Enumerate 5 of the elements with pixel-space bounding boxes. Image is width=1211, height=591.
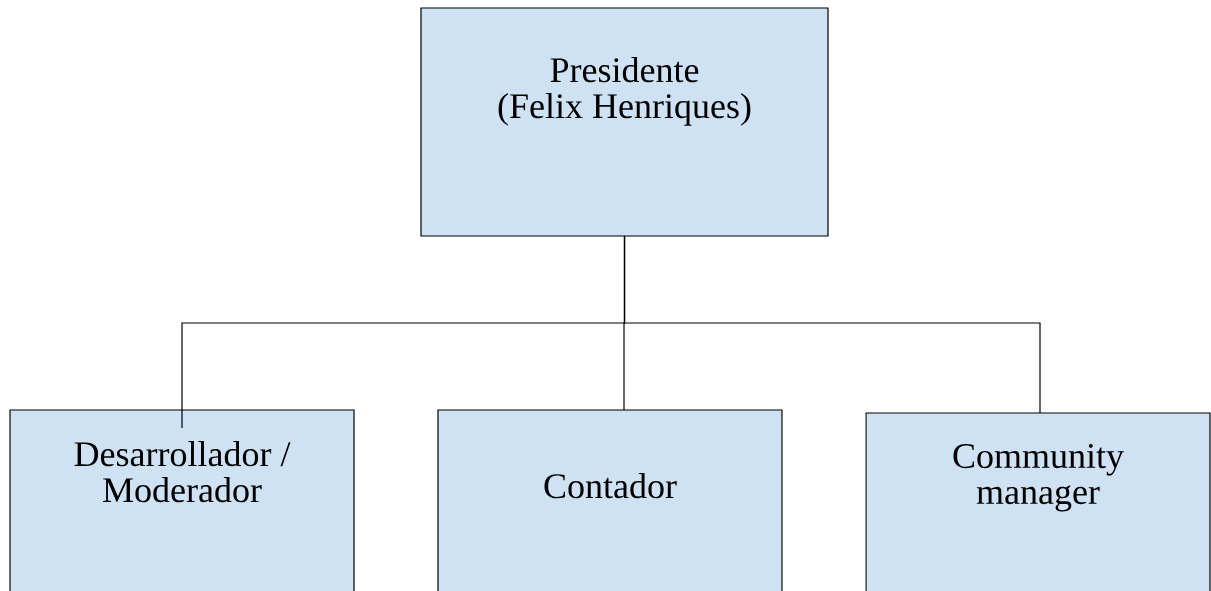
org-box: Desarrollador / Moderador bbox=[9, 409, 355, 591]
connector-line bbox=[623, 235, 1041, 414]
org-box: Contador bbox=[437, 409, 783, 591]
org-box: Presidente (Felix Henriques) bbox=[420, 7, 829, 237]
org-box: Community manager bbox=[865, 412, 1211, 591]
